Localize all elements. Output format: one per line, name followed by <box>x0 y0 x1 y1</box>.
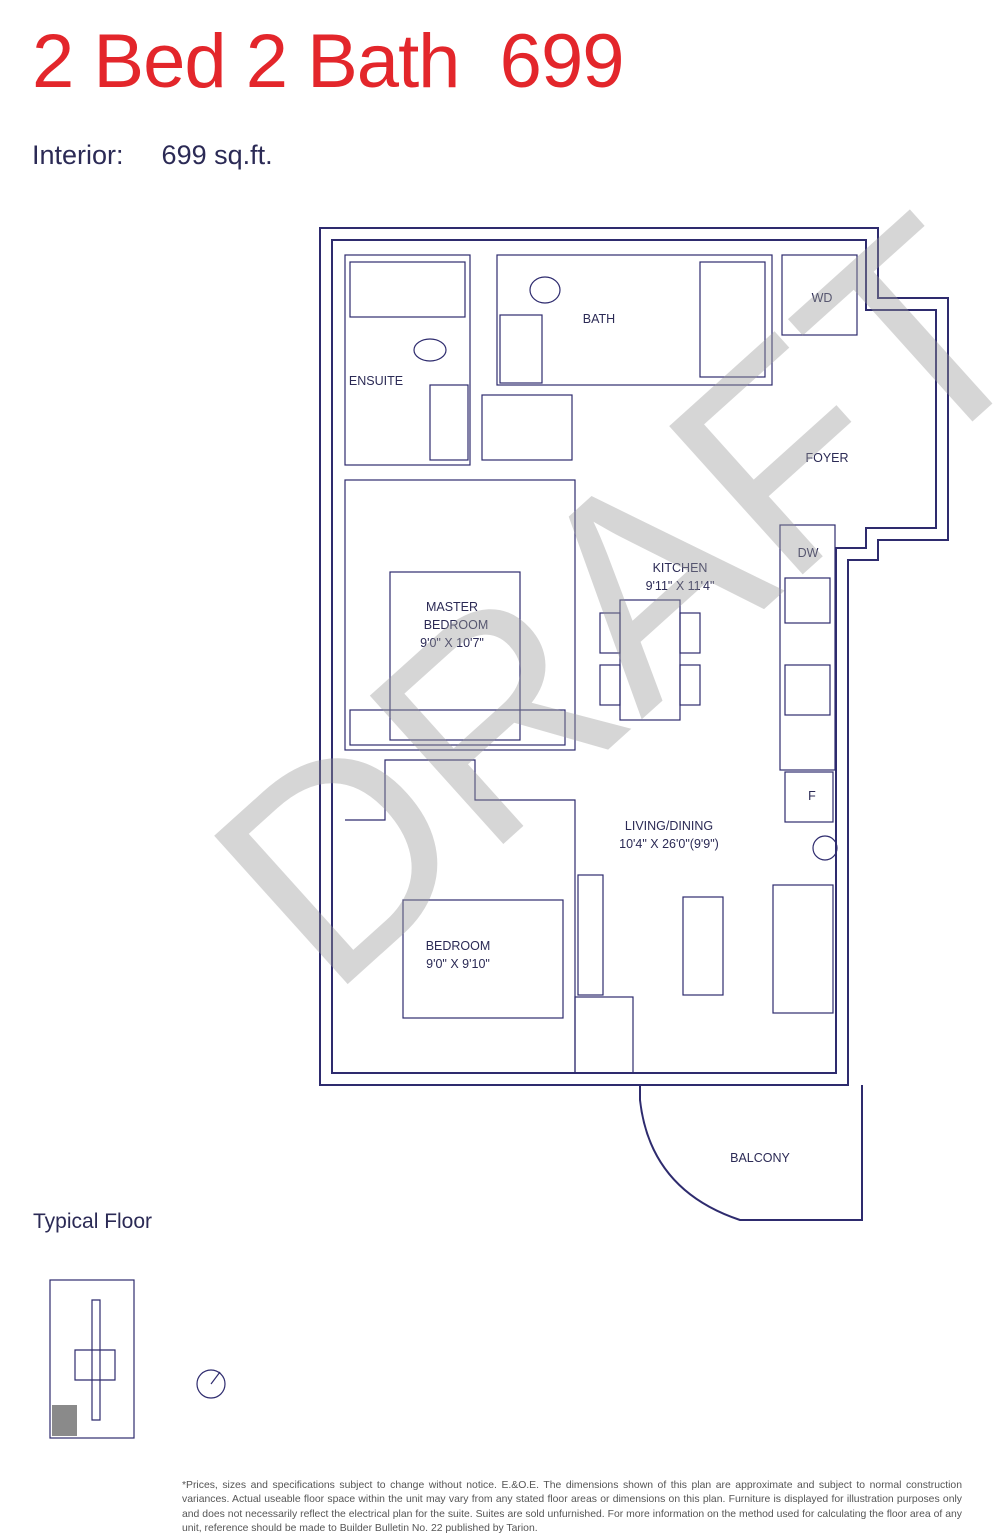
dining-table <box>619 599 681 721</box>
master-wardrobe <box>349 709 566 746</box>
ensuite-sink <box>429 384 469 461</box>
key-plan-building <box>74 1299 116 1421</box>
ensuite-label: ENSUITE <box>349 374 403 388</box>
chair <box>679 664 701 706</box>
interior-value: 699 sq.ft. <box>161 140 273 170</box>
fridge <box>784 771 834 823</box>
disclaimer: *Prices, sizes and specifications subjec… <box>182 1480 962 1534</box>
kitchen-dims: 9'11" X 11'4" <box>646 579 715 593</box>
washer <box>812 835 838 861</box>
kitchen-sink <box>784 577 831 624</box>
tv-unit <box>577 874 604 996</box>
stove <box>784 664 831 716</box>
closet <box>574 996 634 1074</box>
balcony-label: BALCONY <box>730 1151 790 1165</box>
master-bed <box>389 571 521 741</box>
ensuite-toilet <box>413 338 447 362</box>
dw-label: DW <box>798 546 819 560</box>
kitchen-counter <box>779 524 836 771</box>
chair <box>599 612 621 654</box>
master-bedroom-walls <box>344 479 576 751</box>
bedroom-walls <box>345 759 576 1073</box>
master-dims: 9'0" X 10'7" <box>420 636 484 650</box>
ensuite-room <box>344 254 471 466</box>
bed <box>402 899 564 1019</box>
ensuite-tub <box>349 261 466 318</box>
interior-label: Interior: <box>32 140 124 170</box>
key-plan <box>49 1279 135 1439</box>
bath-label: BATH <box>583 312 615 326</box>
compass-needle <box>210 1371 221 1385</box>
chair <box>679 612 701 654</box>
bedroom-label: BEDROOM <box>426 939 491 953</box>
page-title: 2 Bed 2 Bath 699 <box>32 19 624 104</box>
master-label-2: BEDROOM <box>424 618 489 632</box>
bath-tub <box>699 261 766 378</box>
bath-sink <box>499 314 543 384</box>
master-label: MASTER <box>426 600 478 614</box>
closet <box>481 394 573 461</box>
outer-wall <box>319 227 949 1086</box>
foyer-label: FOYER <box>805 451 848 465</box>
bedroom-dims: 9'0" X 9'10" <box>426 957 490 971</box>
balcony-outline <box>639 1085 863 1221</box>
living-dims: 10'4" X 26'0"(9'9") <box>619 837 719 851</box>
bath-room <box>496 254 773 386</box>
draft-watermark: DRAFT <box>155 159 993 1047</box>
living-label: LIVING/DINING <box>625 819 713 833</box>
key-plan-label: Typical Floor <box>33 1210 153 1233</box>
bath-toilet <box>529 276 561 304</box>
washer-dryer <box>781 254 858 336</box>
fridge-label: F <box>808 789 816 803</box>
chair <box>599 664 621 706</box>
interior-area: Interior: 699 sq.ft. <box>32 140 273 171</box>
coffee-table <box>682 896 724 996</box>
key-plan-unit-highlight <box>52 1405 77 1436</box>
sofa <box>772 884 834 1014</box>
kitchen-label: KITCHEN <box>653 561 708 575</box>
wd-label: WD <box>812 291 833 305</box>
compass-icon <box>196 1369 226 1399</box>
inner-wall <box>331 239 937 1074</box>
